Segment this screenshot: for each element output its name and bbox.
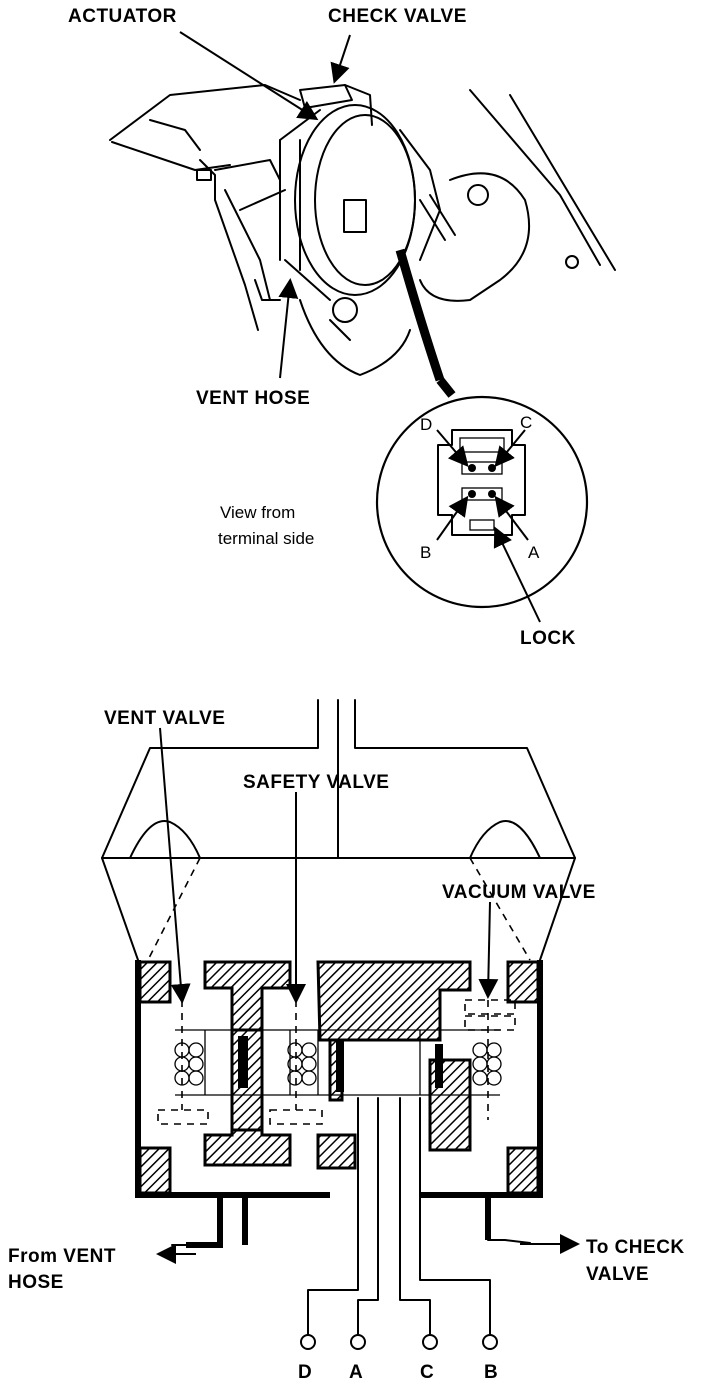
terminal-d-bottom-label: D xyxy=(298,1362,312,1383)
terminal-a-label: A xyxy=(528,543,540,562)
vacuum-valve-leader xyxy=(478,901,499,999)
vent-hose-leader xyxy=(278,278,299,379)
view-note-line2: terminal side xyxy=(218,529,314,548)
terminal-b-label: B xyxy=(420,543,431,562)
cutaway-callouts xyxy=(159,727,499,1004)
actuator-illustration xyxy=(109,84,616,382)
actuator-label: ACTUATOR xyxy=(68,6,177,27)
vent-valve-spring xyxy=(174,1042,204,1086)
top-callouts xyxy=(179,31,351,379)
terminal-c-label: C xyxy=(520,413,532,432)
vacuum-valve-label: VACUUM VALVE xyxy=(442,882,596,903)
check-valve-label: CHECK VALVE xyxy=(328,6,467,27)
cutaway-diagram xyxy=(101,699,580,1350)
from-vent-label-line1: From VENT xyxy=(8,1246,116,1267)
terminal-d-label: D xyxy=(420,415,432,434)
check-valve-leader xyxy=(330,34,351,84)
to-check-label-line2: VALVE xyxy=(586,1264,649,1285)
terminal-b-bottom-label: B xyxy=(484,1362,498,1383)
to-check-label-line1: To CHECK xyxy=(586,1237,685,1258)
safety-valve-spring xyxy=(287,1042,317,1086)
vent-hose-label: VENT HOSE xyxy=(196,388,310,409)
view-note-line1: View from xyxy=(220,503,295,522)
connector-detail xyxy=(375,377,589,623)
terminal-a-bottom-label: A xyxy=(349,1362,363,1383)
vacuum-valve-spring xyxy=(472,1042,502,1086)
from-vent-label-line2: HOSE xyxy=(8,1272,64,1293)
vent-valve-label: VENT VALVE xyxy=(104,708,225,729)
lock-label: LOCK xyxy=(520,628,576,649)
actuator-leader xyxy=(179,31,319,121)
safety-valve-label: SAFETY VALVE xyxy=(243,772,389,793)
vent-valve-leader xyxy=(159,727,191,1004)
terminal-c-bottom-label: C xyxy=(420,1362,434,1383)
